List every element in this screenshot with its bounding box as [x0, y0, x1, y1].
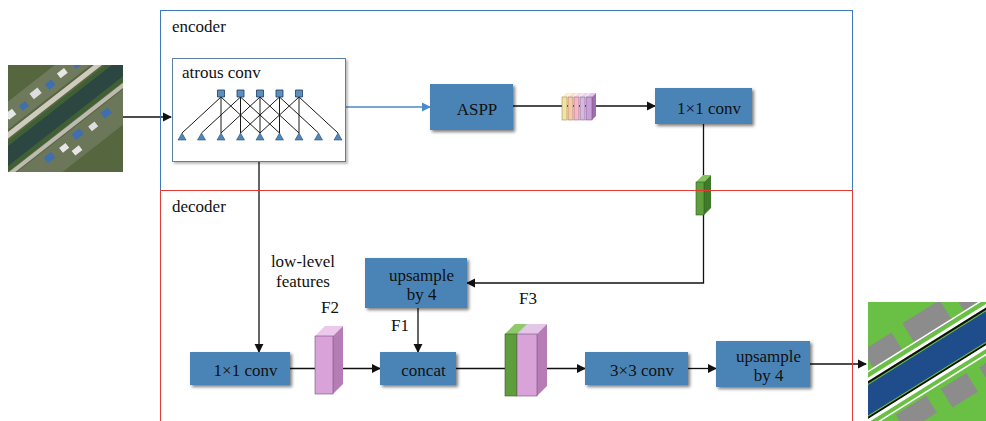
block-front	[505, 334, 517, 396]
node-label: ASPP	[457, 101, 498, 120]
block-top	[505, 324, 527, 334]
image-building	[45, 79, 56, 89]
feature-slab	[562, 97, 567, 120]
input-arrow	[123, 116, 171, 117]
input-image	[8, 65, 123, 172]
upsample-box: upsample by 4	[716, 341, 810, 386]
seg-line	[868, 317, 986, 421]
node-label: concat	[401, 362, 445, 381]
f3-feature-block	[505, 324, 547, 396]
node-label: upsample by 4	[382, 267, 462, 304]
seg-scene	[868, 302, 986, 421]
seg-line	[868, 302, 986, 399]
decoder-region: decoder upsample by 4 1×1 conv concat 3×3 co…	[160, 190, 853, 421]
atrous-conv-block: atrous conv	[172, 58, 346, 162]
image-scene	[8, 65, 123, 172]
conv-box: 3×3 conv	[585, 352, 688, 385]
concat-box: concat	[380, 352, 456, 385]
output-arrow	[810, 363, 866, 364]
image-building	[72, 65, 82, 69]
image-building	[59, 143, 69, 153]
node-label: upsample by 4	[729, 348, 809, 385]
connector	[467, 124, 704, 283]
image-building	[88, 122, 98, 132]
seg-patch	[979, 349, 986, 382]
encoder-feature-block	[696, 175, 711, 215]
edge-label: low-level features	[265, 252, 341, 291]
feature-label: F2	[321, 299, 339, 318]
connector	[688, 368, 716, 369]
input-units	[178, 133, 342, 140]
feature-stack	[562, 93, 596, 120]
feature-label: F1	[391, 317, 409, 336]
block-side	[704, 175, 711, 215]
node-label: atrous conv	[182, 63, 261, 83]
node-label: 1×1 conv	[677, 100, 741, 119]
connector	[346, 106, 430, 107]
output-units	[218, 90, 303, 97]
conv-box: 1×1 conv	[655, 88, 752, 124]
feature-slab	[586, 97, 592, 120]
image-building	[57, 68, 68, 78]
image-building	[30, 88, 42, 100]
connector	[417, 308, 418, 352]
conv-box: 1×1 conv	[190, 352, 290, 385]
node-label: 1×1 conv	[214, 362, 278, 381]
image-building	[72, 145, 83, 155]
block-front	[517, 334, 537, 396]
seg-patch	[941, 373, 978, 408]
aspp-box: ASPP	[430, 84, 513, 130]
block-front	[315, 336, 333, 394]
seg-patch	[896, 396, 937, 421]
block-side	[333, 326, 343, 394]
encoder-region: encoder atrous convASPP 1×1 conv	[160, 10, 853, 191]
feature-label: F3	[519, 290, 537, 309]
image-building	[19, 101, 29, 111]
node-label: decoder	[172, 197, 226, 217]
slab-side	[592, 93, 596, 120]
output-segmentation	[868, 302, 986, 421]
block-side	[537, 324, 547, 396]
feature-slab	[574, 97, 579, 120]
feature-slab	[568, 97, 573, 120]
image-block	[8, 65, 123, 172]
dilation-lines	[182, 97, 338, 133]
feature-slab	[580, 97, 585, 120]
node-label: encoder	[172, 17, 226, 37]
image-building	[44, 152, 55, 163]
block-front	[696, 182, 704, 215]
upsample-box: upsample by 4	[365, 258, 467, 308]
f2-feature-block	[315, 326, 343, 394]
image-building	[8, 109, 16, 120]
image-building	[101, 108, 112, 119]
image-building	[72, 128, 84, 140]
node-label: 3×3 conv	[610, 362, 674, 381]
